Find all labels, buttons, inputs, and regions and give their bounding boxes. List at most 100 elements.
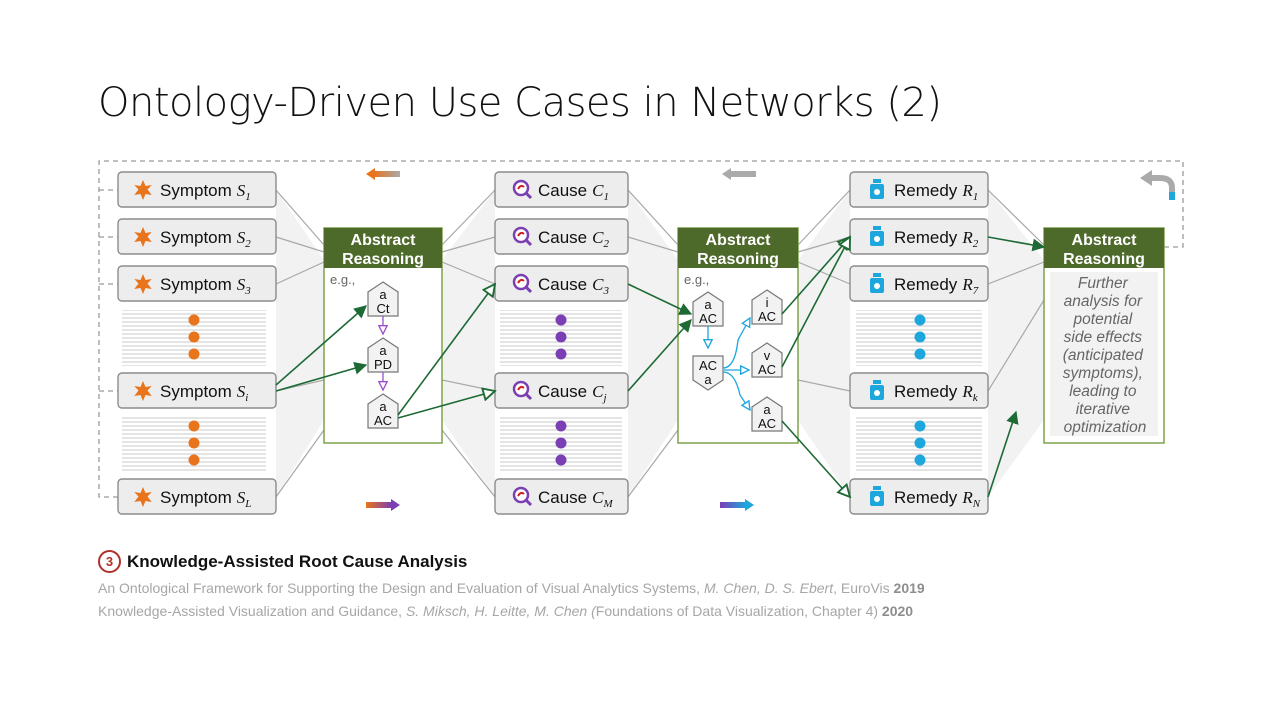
left-arrow-icon [366,168,400,180]
flow-arrows [366,168,1175,511]
svg-text:Ct: Ct [377,301,390,316]
abstract-title-line: Reasoning [342,251,424,268]
pentagon-node: i AC [751,289,783,325]
caption-number-badge: 3 [98,550,121,573]
pentagon-node: v AC [751,342,783,378]
feedback-loop [98,160,1184,498]
medicine-bottle-icon [870,179,884,199]
burst-icon [134,381,152,401]
medicine-bottle-icon [870,486,884,506]
medicine-bottle-icon [870,226,884,246]
svg-text:a: a [763,402,771,417]
right-arrow-icon [366,499,400,511]
svg-text:AC: AC [374,413,392,428]
magnifier-icon [512,226,533,247]
abstract-title-line: Abstract [706,232,772,249]
ellipsis-dots [188,314,926,466]
burst-icon [134,180,152,200]
abstract-title-line: Abstract [351,232,417,249]
burst-icon [134,227,152,247]
abstract-title-line: Reasoning [697,251,779,268]
caption-text: Knowledge-Assisted Root Cause Analysis [127,551,468,571]
inverted-pentagon-node: AC a [692,355,724,391]
reference-line: Knowledge-Assisted Visualization and Gui… [98,603,914,619]
pentagon-node: a AC [692,291,724,327]
return-arrow-icon [1140,170,1175,200]
eg-label: e.g., [684,272,709,287]
burst-icon [134,274,152,294]
fan-backgrounds [276,190,1044,497]
pentagon-node: a Ct [367,281,399,317]
pentagon-node: a PD [367,337,399,373]
magnifier-icon [512,486,533,507]
reference-line: An Ontological Framework for Supporting … [98,580,925,596]
svg-text:AC: AC [758,416,776,431]
eg-label: e.g., [330,272,355,287]
abstract-title-line: Abstract [1072,232,1138,249]
magnifier-icon [512,380,533,401]
svg-text:i: i [766,295,769,310]
right-arrow-icon [720,499,754,511]
pentagon-node: a AC [751,396,783,432]
svg-text:AC: AC [699,311,717,326]
pentagon-node: a AC [367,393,399,429]
magnifier-icon [512,179,533,200]
svg-text:PD: PD [374,357,392,372]
svg-text:AC: AC [758,309,776,324]
abstract-reasoning-box-3: Abstract Reasoning Further analysis for … [1043,227,1165,444]
medicine-bottle-icon [870,273,884,293]
magnifier-icon [512,273,533,294]
reasoning-edges [275,237,1046,497]
svg-text:a: a [379,399,387,414]
caption: 3 Knowledge-Assisted Root Cause Analysis [98,550,467,573]
svg-text:a: a [379,343,387,358]
svg-text:AC: AC [699,358,717,373]
abstract-reasoning-box-1: Abstract Reasoning e.g., a Ct a PD a AC [323,227,443,444]
burst-icon [134,487,152,507]
svg-text:a: a [704,297,712,312]
svg-text:AC: AC [758,362,776,377]
svg-text:v: v [764,348,771,363]
svg-text:Further analysis for: Further analysis for potential side effe… [1063,275,1147,436]
abstract-reasoning-box-2: Abstract Reasoning e.g., a AC AC a i AC … [677,227,799,444]
left-arrow-icon [722,168,756,180]
abstract-title-line: Reasoning [1063,251,1145,268]
slide-title: Ontology-Driven Use Cases in Networks (2… [98,80,942,126]
svg-text:a: a [379,287,387,302]
svg-text:a: a [704,372,712,387]
